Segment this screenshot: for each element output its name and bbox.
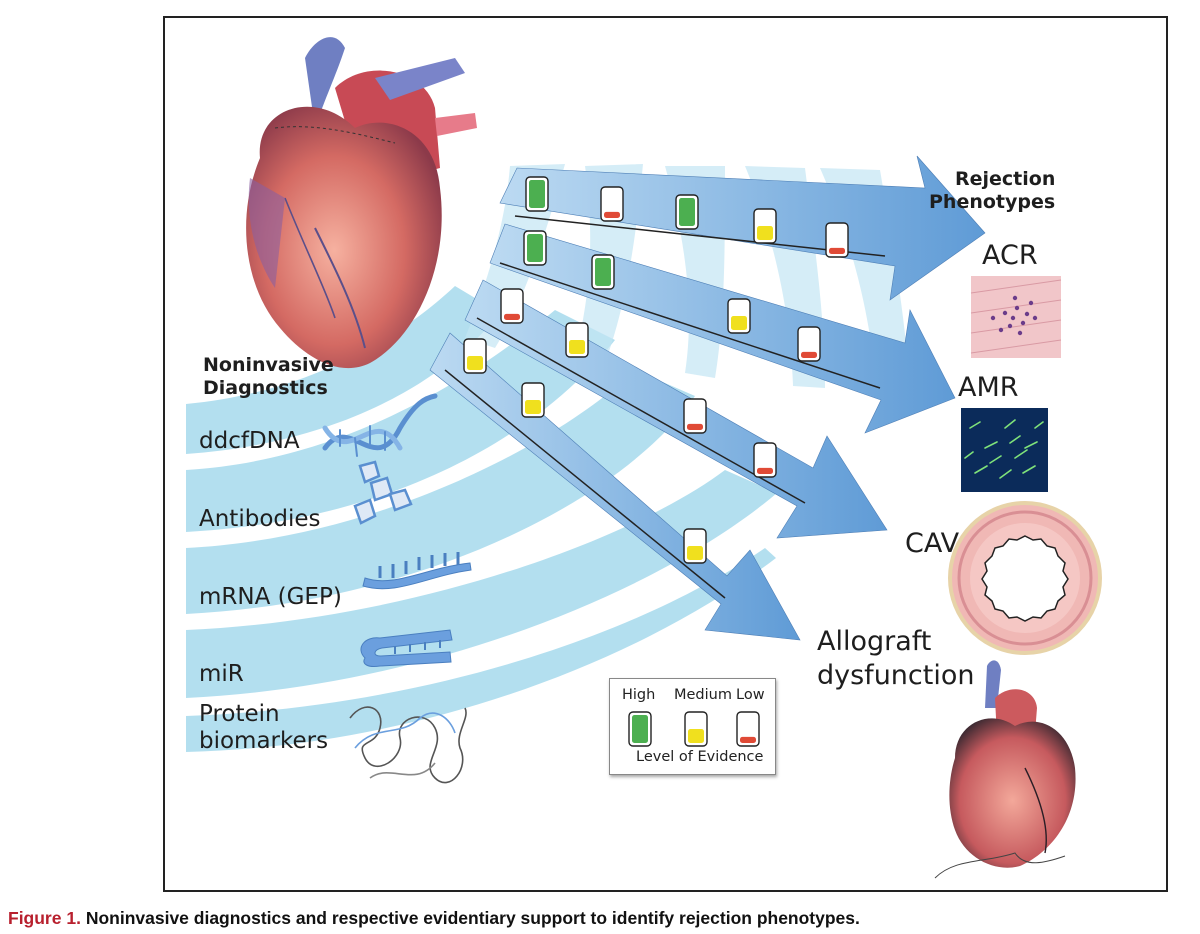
caption-text: Noninvasive diagnostics and respective e… [85,908,860,928]
target-heading-line2: Phenotypes [929,191,1056,213]
band-column-5 [186,548,776,752]
marker-allograft-dysfunction-ddcfdna-medium [463,338,487,374]
marker-acr-protein-biomarkers-low [825,222,849,258]
figure-caption: Figure 1. Noninvasive diagnostics and re… [8,908,860,929]
source-label-mir: miR [199,661,244,687]
source-label-biomarkers: biomarkers [199,728,329,754]
mirna-hairpin-icon [360,629,453,667]
recipient-heart-illustration [934,660,1076,879]
marker-acr-mrna-gep-high [675,194,699,230]
legend-label-high: High [622,687,656,703]
acr-histology-image [970,276,1062,358]
legend-swatch-group [628,711,760,747]
marker-acr-ddcfdna-high [525,176,549,212]
phenotype-label-dysfunction: dysfunction [817,660,975,691]
marker-amr-mir-medium [727,298,751,334]
marker-allograft-dysfunction-antibodies-medium [521,382,545,418]
marker-acr-mir-medium [753,208,777,244]
dna-helix-icon [322,393,438,457]
band-column-1 [186,286,500,454]
band-column-2 [186,310,615,532]
marker-acr-antibodies-low [600,186,624,222]
band-column-3 [186,370,695,614]
legend-swatches [628,711,760,747]
marker-allograft-dysfunction-protein-biomarkers-medium [683,528,707,564]
phenotype-label-amr: AMR [958,372,1019,403]
amr-immunofluorescence-image [961,408,1048,492]
donor-heart-illustration [246,37,477,369]
source-heading-line2: Diagnostics [203,377,328,399]
figure-panel: Noninvasive Diagnostics ddcfDNA Antibodi… [163,16,1168,892]
source-label-antibodies: Antibodies [199,506,321,532]
arrows [429,155,986,641]
source-heading-line1: Noninvasive [203,354,334,376]
antibody-molecule-icon [353,460,413,525]
marker-cav-protein-biomarkers-low [753,442,777,478]
figure-label: Figure 1. [8,908,81,928]
marker-amr-protein-biomarkers-low [797,326,821,362]
marker-cav-mir-low [683,398,707,434]
evidence-legend: High Medium Low Level of Evidence [609,678,776,775]
legend-swatch-medium [684,711,708,747]
cav-vessel-image [948,501,1102,655]
source-label-mrna: mRNA (GEP) [199,584,342,610]
marker-cav-antibodies-medium [565,322,589,358]
legend-label-low: Low [736,687,765,703]
phenotype-label-allograft: Allograft [817,626,932,657]
legend-title: Level of Evidence [636,749,764,765]
mrna-strand-icon [362,552,472,590]
phenotype-label-acr: ACR [982,240,1038,271]
target-heading-line1: Rejection [955,168,1056,190]
marker-amr-ddcfdna-high [523,230,547,266]
evidence-markers [463,176,849,564]
marker-amr-antibodies-high [591,254,615,290]
protein-structure-icon [349,706,467,784]
marker-cav-ddcfdna-low [500,288,524,324]
source-label-ddcfdna: ddcfDNA [199,428,300,454]
phenotype-label-cav: CAV [905,528,960,559]
legend-swatch-high [628,711,652,747]
legend-label-medium: Medium [674,687,732,703]
legend-swatch-low [736,711,760,747]
diagram-canvas [186,37,1102,879]
source-label-protein: Protein [199,701,280,727]
